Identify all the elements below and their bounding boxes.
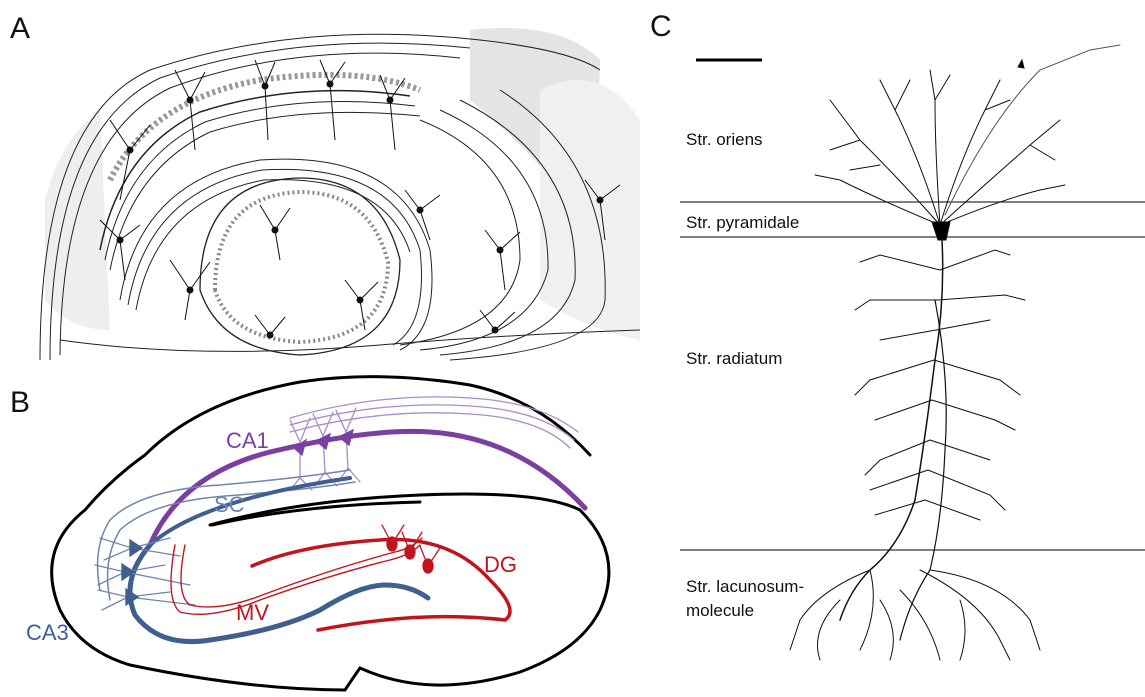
label-ca1: CA1 <box>226 428 269 453</box>
label-ca3: CA3 <box>26 620 69 645</box>
layer-label-radiatum: Str. radiatum <box>686 349 782 368</box>
label-mv: MV <box>236 600 269 625</box>
label-dg: DG <box>484 552 517 577</box>
hippocampus-schematic: CA1 SC CA3 MV DG <box>26 377 609 690</box>
apical-dendrite <box>840 240 943 620</box>
dg-granule-neurons <box>382 525 440 573</box>
layer-label-oriens: Str. oriens <box>686 130 763 149</box>
layer-label-molecule: molecule <box>686 601 754 620</box>
label-sc: SC <box>214 492 245 517</box>
ca1-pyramidal-layer <box>150 431 585 545</box>
pyramidal-neuron-drawing: Str. oriens Str. pyramidale Str. radiatu… <box>680 45 1145 660</box>
layer-label-lacunosum: Str. lacunosum- <box>686 577 804 596</box>
cajal-hippocampus-drawing <box>40 28 640 360</box>
layer-label-pyramidale: Str. pyramidale <box>686 213 799 232</box>
